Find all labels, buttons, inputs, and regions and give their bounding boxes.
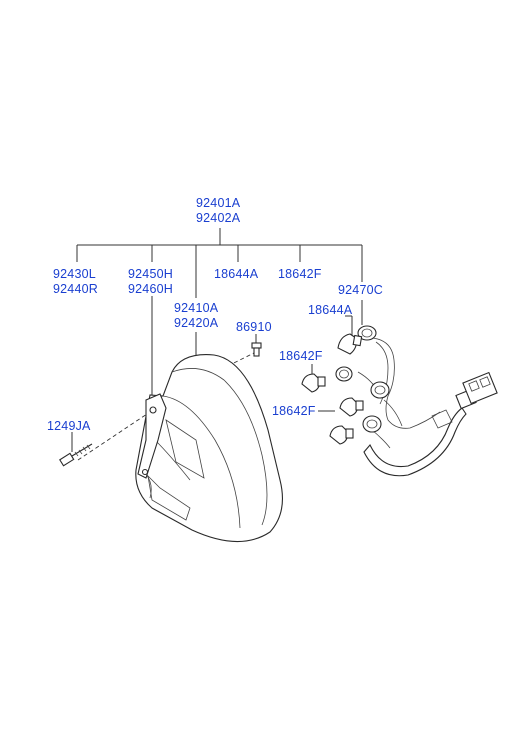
label-assembly-92402a: 92402A (196, 211, 241, 225)
screw-part (251, 342, 262, 357)
label-bolt-1249ja: 1249JA (47, 419, 91, 433)
label-screw-86910: 86910 (236, 320, 272, 334)
label-bulb-18642f-side1: 18642F (279, 349, 323, 363)
label-bulb-18642f-top: 18642F (278, 267, 322, 281)
label-lens-92430l: 92430L (53, 267, 96, 281)
label-body-92420a: 92420A (174, 316, 219, 330)
bolt-part (59, 443, 93, 467)
label-body-92410a: 92410A (174, 301, 219, 315)
label-bulb-18642f-side2: 18642F (272, 404, 316, 418)
label-housing-92450h: 92450H (128, 267, 173, 281)
bulbs (301, 333, 364, 445)
label-bulb-18644a-top: 18644A (214, 267, 259, 281)
wire-harness-part (335, 325, 498, 477)
label-housing-92460h: 92460H (128, 282, 173, 296)
label-harness-92470c: 92470C (338, 283, 383, 297)
lamp-housing-part (135, 354, 283, 543)
label-lens-92440r: 92440R (53, 282, 98, 296)
label-assembly-92401a: 92401A (196, 196, 241, 210)
label-bulb-18644a-side: 18644A (308, 303, 353, 317)
